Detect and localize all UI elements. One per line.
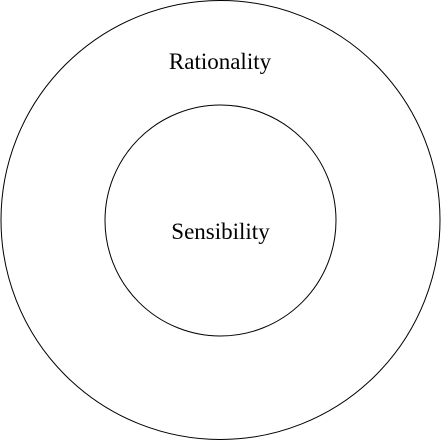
inner-circle <box>104 104 337 337</box>
outer-circle-label: Rationality <box>169 49 272 74</box>
inner-circle-label: Sensibility <box>171 219 270 244</box>
